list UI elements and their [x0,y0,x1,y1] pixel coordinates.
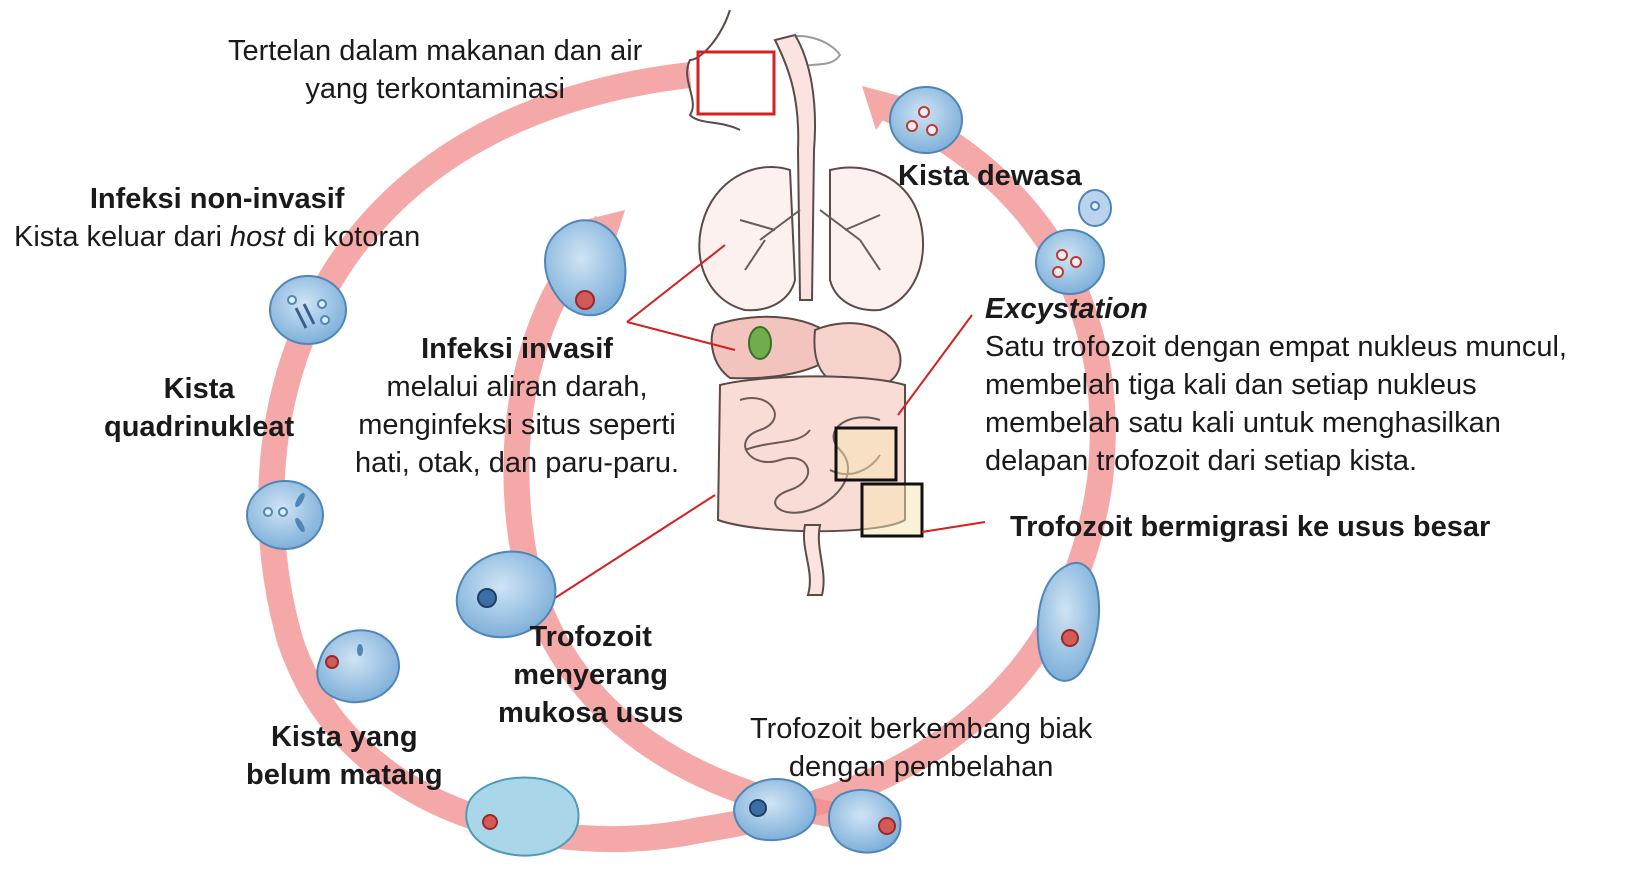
immature-cyst-cell-bottom [465,776,580,857]
digestive-system-illustration [686,9,925,596]
dividing-trophozoite-left [733,778,817,842]
noninvasive-cyst-cell [269,275,347,345]
mature-cyst-label: Kista dewasa [898,160,1082,192]
small-intestine-detail-box [834,426,898,482]
invasive-label: Infeksi invasif melalui aliran darah, me… [355,333,680,479]
immature-cyst-cell [316,629,400,704]
trophozoite-cell-right [1036,562,1101,682]
mature-cyst-cell [889,86,963,154]
migrate-label: Trofozoit bermigrasi ke usus besar [1010,511,1491,543]
noninvasive-label: Infeksi non-invasif Kista keluar dari ho… [14,183,421,253]
ingested-label: Tertelan dalam makanan dan air yang terk… [228,35,643,105]
quadrinucleate-label: Kista quadrinukleat [104,373,295,443]
immature-cyst-label: Kista yang belum matang [246,721,443,791]
invasive-trophozoite-cell [544,219,627,317]
quadrinucleate-cyst-cell [246,480,324,550]
mucosa-invading-trophozoite-cell [455,550,557,639]
dividing-trophozoite-right [828,789,902,854]
excystation-cell [1035,189,1112,295]
large-intestine-detail-box [860,482,924,538]
mucosa-invasion-label: Trofozoit menyerang mukosa usus [498,621,684,729]
mouth-highlight-box [696,50,776,116]
connector-lines [554,244,986,599]
excystation-label: Excystation Satu trofozoit dengan empat … [985,293,1567,477]
multiplication-label: Trofozoit berkembang biak dengan pembela… [750,713,1093,783]
